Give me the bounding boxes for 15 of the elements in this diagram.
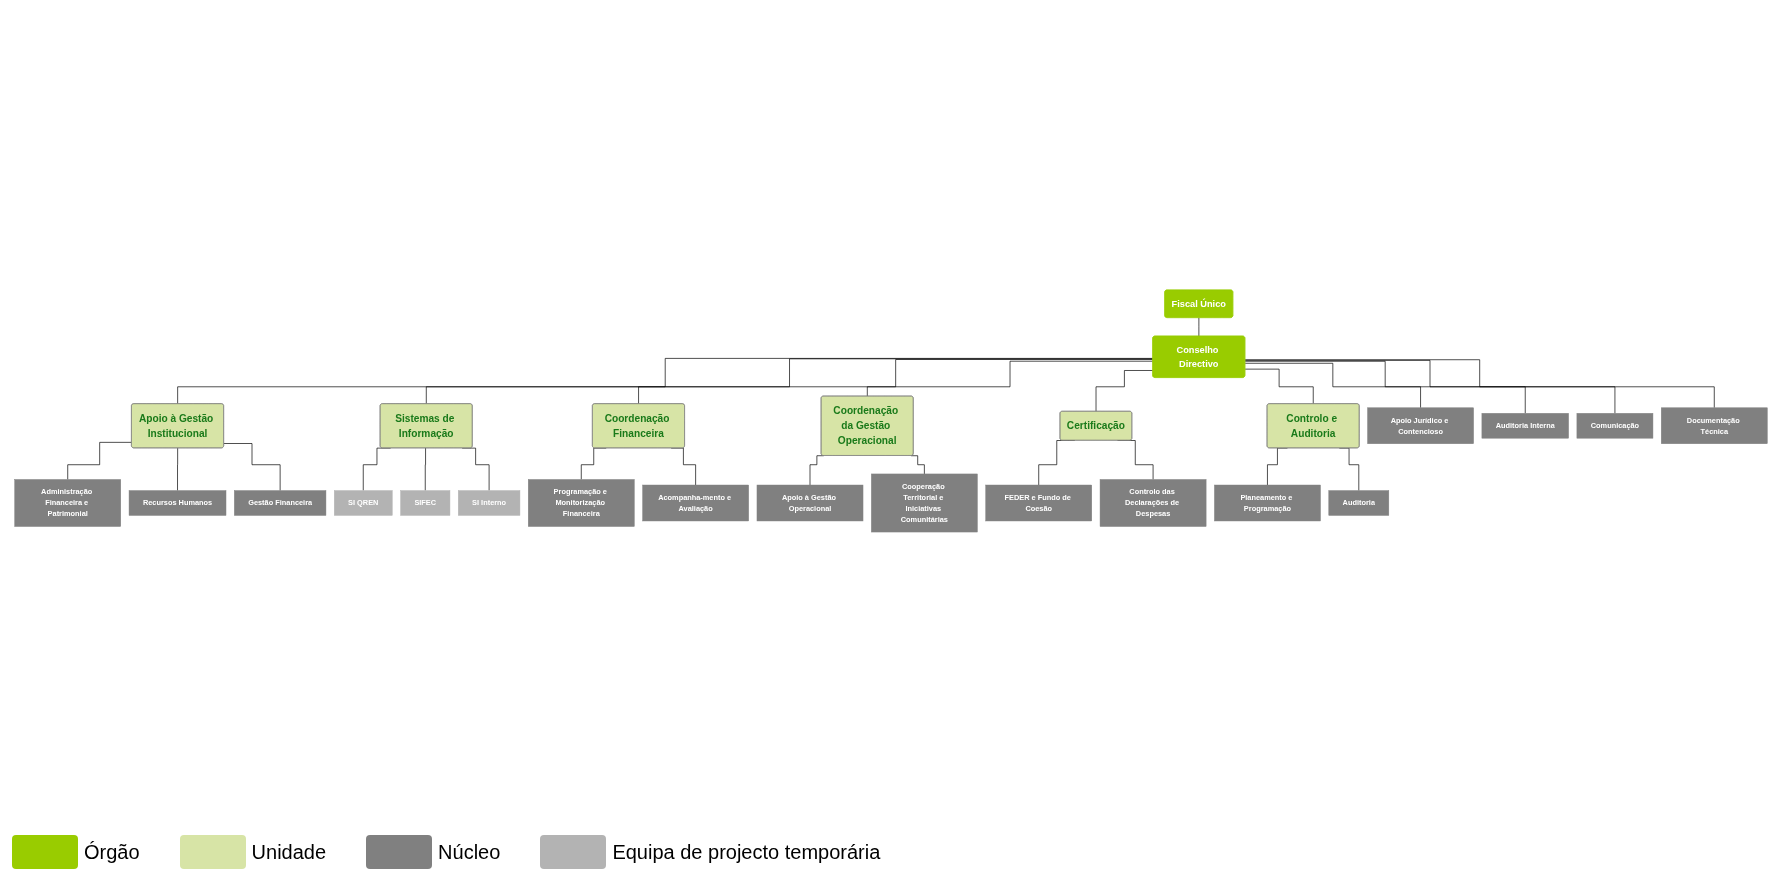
connector [638,359,1154,405]
connector [223,443,281,491]
connector [866,360,1154,397]
connector [177,447,179,491]
legend-label: Núcleo [438,840,501,864]
connector [1244,359,1715,409]
connector [1244,360,1526,414]
legend-label: Órgão [84,840,140,864]
connector [425,358,1154,405]
legend-label: Unidade [251,840,327,864]
legend-label: Equipa de projecto temporária [612,840,881,864]
connector [1095,370,1154,412]
connector [177,358,1154,405]
connector [1244,360,1616,414]
connector [1244,362,1421,409]
